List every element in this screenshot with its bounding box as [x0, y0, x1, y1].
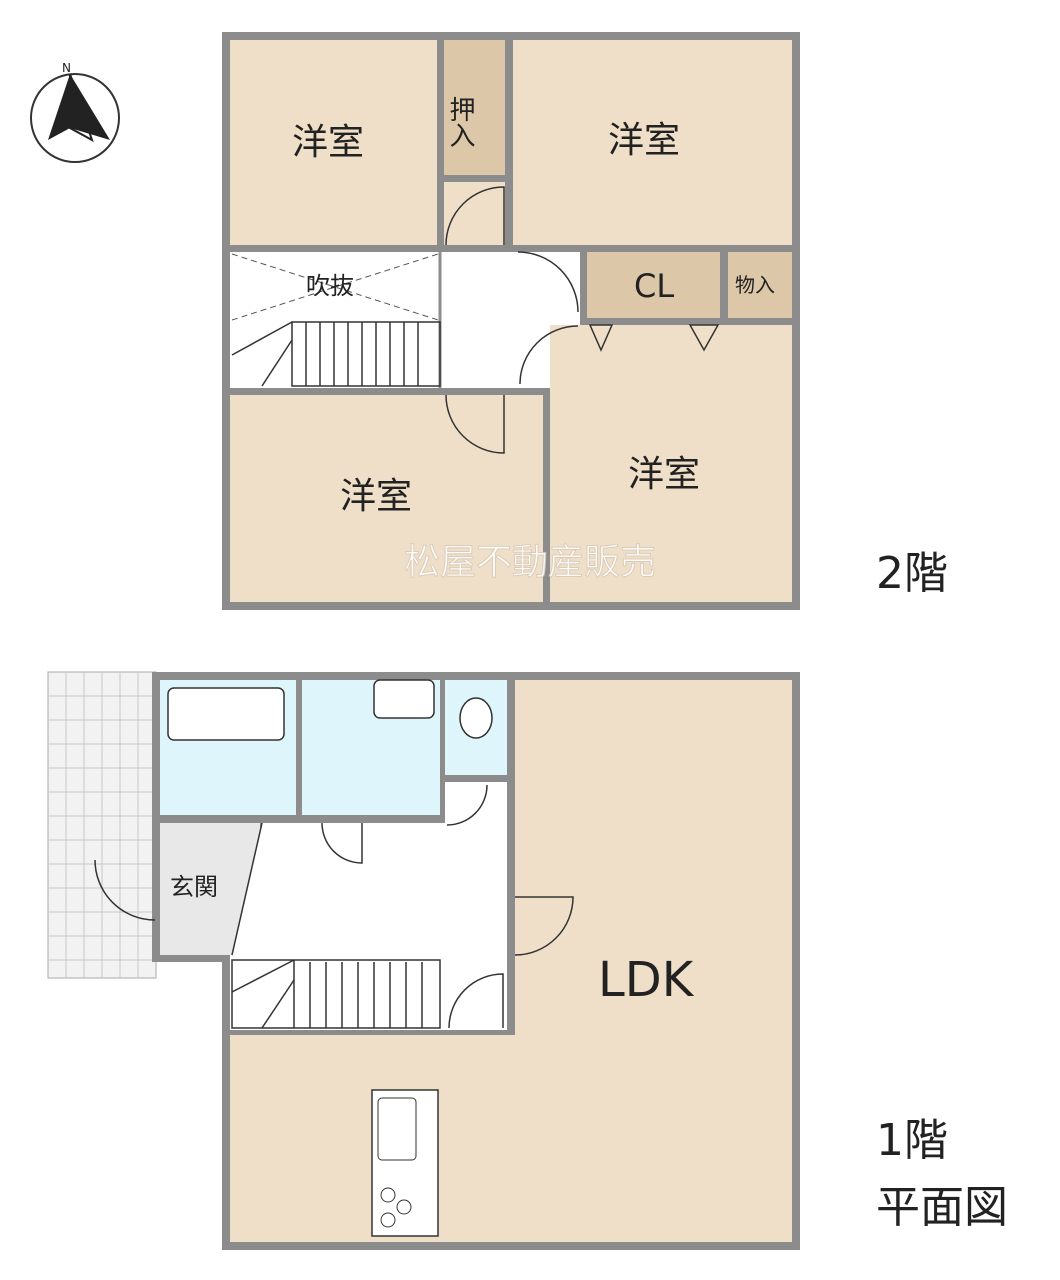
- floor2-title: 2階: [876, 548, 948, 599]
- first-floor: 玄関 LDK: [47, 671, 800, 1250]
- hall-1f: [230, 823, 507, 1030]
- closet-oshiire: [444, 40, 505, 175]
- floor-plan-subtitle: 平面図: [876, 1182, 1008, 1233]
- room-western-ne: [513, 40, 792, 245]
- room-western-sw: [230, 395, 543, 602]
- toilet-icon: [459, 697, 493, 739]
- room-label-storage: 物入: [735, 273, 775, 297]
- sink-icon: [373, 679, 435, 719]
- closet-cl: [587, 252, 720, 318]
- room-label-fukinuke: 吹抜: [306, 272, 354, 300]
- north-compass-icon: N: [30, 61, 120, 163]
- room-label-western-se: 洋室: [628, 454, 700, 495]
- watermark: 松屋不動産販売: [404, 542, 656, 583]
- room-label-cl: CL: [634, 267, 674, 305]
- north-label: N: [62, 61, 71, 75]
- room-label-entrance: 玄関: [170, 873, 218, 901]
- room-label-oshiire: 押入: [445, 96, 475, 148]
- room-label-ldk: LDK: [598, 952, 695, 1008]
- room-label-western-nw: 洋室: [292, 122, 364, 163]
- ldk: [230, 680, 792, 1242]
- room-western-nw: [230, 40, 437, 245]
- storage: [728, 252, 792, 318]
- bathtub-icon: [167, 687, 285, 741]
- floor1-title: 1階: [876, 1115, 948, 1166]
- second-floor: 洋室 洋室 洋室 洋室 押入 吹抜 CL 物入: [222, 32, 800, 610]
- room-label-western-ne: 洋室: [608, 120, 680, 161]
- room-label-western-sw: 洋室: [340, 476, 412, 517]
- hall-2f: [230, 252, 580, 388]
- stairs-1f: [231, 959, 441, 1029]
- stairs-2f: [231, 321, 441, 387]
- room-western-se: [550, 325, 792, 602]
- kitchen-counter-icon: [371, 1089, 439, 1237]
